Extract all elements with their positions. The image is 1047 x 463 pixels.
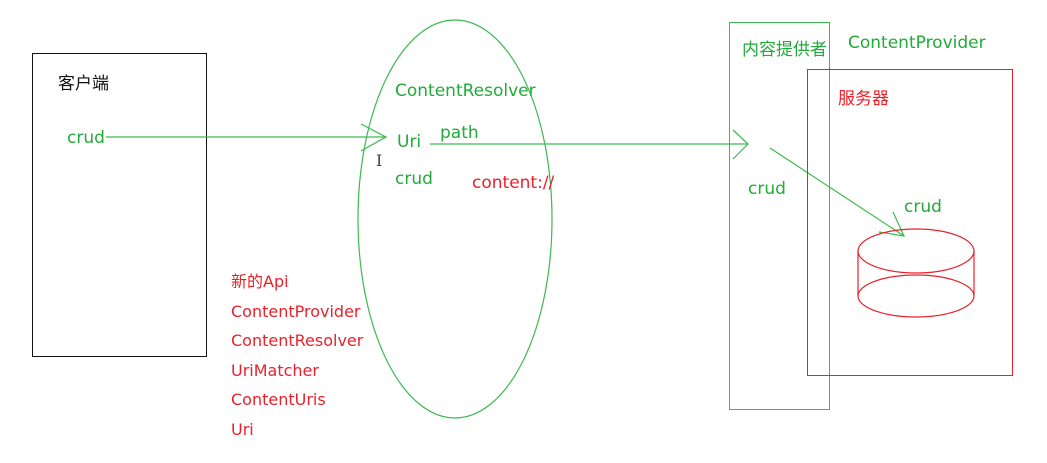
api-list-item: ContentResolver <box>231 331 364 350</box>
content-scheme-label: content:// <box>472 173 555 193</box>
resolver-crud-label: crud <box>395 169 433 189</box>
server-title: 服务器 <box>838 89 889 109</box>
api-list-item: ContentUris <box>231 390 326 409</box>
resolver-title: ContentResolver <box>395 81 536 101</box>
api-list-item: Uri <box>231 419 254 439</box>
api-list-item: ContentProvider <box>231 301 361 321</box>
api-list: 新的Api ContentProvider ContentResolver Ur… <box>231 267 363 444</box>
client-title: 客户端 <box>58 74 109 94</box>
resolver-uri-label: Uri <box>397 132 422 152</box>
content-resolver-ellipse <box>357 19 553 419</box>
provider-title-en: ContentProvider <box>848 33 986 53</box>
client-to-resolver-arrowhead <box>360 123 388 152</box>
database-cylinder <box>857 228 975 318</box>
server-box <box>807 69 1013 376</box>
client-crud-label: crud <box>67 128 105 148</box>
resolver-to-provider-arrowhead <box>732 129 749 160</box>
provider-to-database-arrowhead <box>878 211 906 237</box>
provider-crud-label: crud <box>748 179 786 199</box>
database-crud-label: crud <box>904 197 942 217</box>
api-list-item: UriMatcher <box>231 360 319 380</box>
provider-box <box>729 22 830 410</box>
api-list-item: 新的Api <box>231 272 289 291</box>
client-box <box>32 53 207 357</box>
provider-to-database-arrow <box>769 147 905 237</box>
text-cursor-icon: I <box>376 151 383 170</box>
path-label: path <box>440 123 479 143</box>
provider-title-cn: 内容提供者 <box>742 40 827 60</box>
